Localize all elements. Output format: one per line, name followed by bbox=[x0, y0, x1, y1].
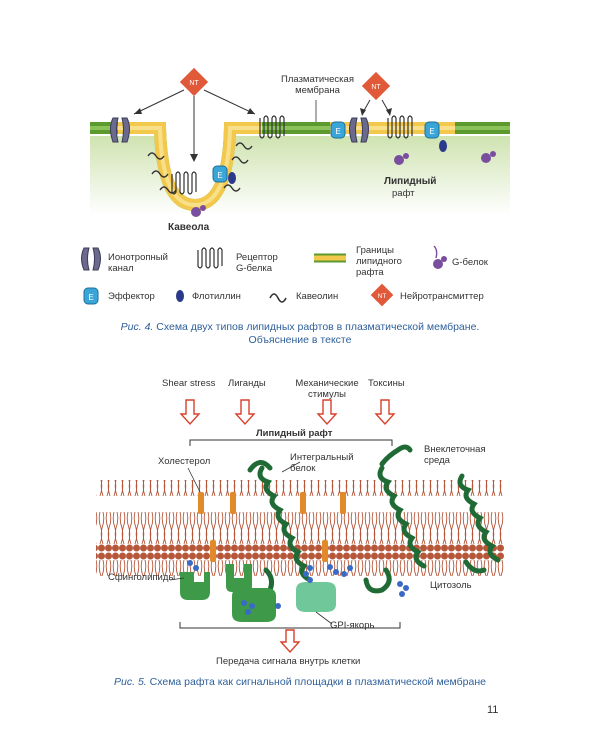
stimulus-mechanical: Механические стимулы bbox=[295, 378, 359, 400]
legend-flotillin-icon bbox=[176, 290, 184, 302]
legend-gpcr-icon bbox=[197, 247, 223, 269]
legend-ion-channel: Ионотропный канал bbox=[108, 252, 168, 274]
cholesterol-label: Холестерол bbox=[158, 456, 211, 467]
effector-letter: E bbox=[88, 293, 93, 302]
legend-g-protein: G-белок bbox=[452, 257, 488, 268]
caveola-label: Кавеола bbox=[168, 222, 210, 233]
raft-bracket bbox=[189, 439, 393, 446]
ion-channel-left bbox=[110, 117, 130, 143]
nt-label: NT bbox=[378, 293, 387, 300]
figure-5-caption: Рис. 5. Схема рафта как сигнальной площа… bbox=[40, 676, 560, 689]
stimulus-shear-stress: Shear stress bbox=[162, 378, 216, 389]
legend-gpcr: Рецептор G-белка bbox=[236, 252, 278, 274]
figure-4-diagram: E E E NT bbox=[90, 67, 510, 217]
extracellular-label: Внеклеточная среда bbox=[424, 444, 486, 466]
signal-arrow bbox=[279, 629, 301, 654]
membrane-label: Плазматическая мембрана bbox=[281, 74, 354, 96]
nt-label: NT bbox=[371, 84, 381, 91]
neurotransmitter-left: NT bbox=[179, 67, 209, 97]
legend-neurotransmitter-icon: NT bbox=[370, 283, 394, 307]
effector-caveola: E bbox=[212, 165, 228, 183]
effector-letter: E bbox=[429, 127, 434, 136]
caveolin-icon bbox=[147, 142, 253, 194]
raft-bracket-bottom bbox=[179, 622, 401, 629]
glycan-dots bbox=[187, 560, 409, 615]
caption-line2: Объяснение в тексте bbox=[248, 334, 352, 346]
legend-effector-icon: E bbox=[83, 287, 99, 305]
effector-letter: E bbox=[217, 171, 222, 180]
legend-flotillin: Флотиллин bbox=[192, 291, 241, 302]
ion-channel-right bbox=[349, 117, 369, 143]
gpi-anchor-label: GPI-якорь bbox=[330, 620, 375, 631]
figure-4-caption: Рис. 4. Схема двух типов липидных рафтов… bbox=[60, 321, 540, 347]
cholesterol-icon bbox=[198, 492, 346, 562]
effector-letter: E bbox=[335, 127, 340, 136]
legend-caveolin: Кавеолин bbox=[296, 291, 339, 302]
raft-label-sub: рафт bbox=[392, 188, 415, 199]
legend-g-protein-icon bbox=[433, 245, 447, 269]
caption-number: Рис. 5. bbox=[114, 676, 147, 688]
raft-label: Липидный рафт bbox=[256, 428, 333, 439]
sphingolipids-label: Сфинголипиды bbox=[108, 572, 176, 583]
legend-caveolin-icon bbox=[269, 293, 287, 303]
legend-neurotransmitter: Нейротрансмиттер bbox=[400, 291, 484, 302]
caption-text: Схема рафта как сигнальной площадки в пл… bbox=[146, 676, 486, 688]
stimulus-ligands: Лиганды bbox=[228, 378, 266, 389]
raft-label-title: Липидный bbox=[384, 176, 437, 187]
flotillin-icon bbox=[439, 140, 447, 152]
integral-protein-outside bbox=[457, 473, 501, 574]
gpcr-membrane-left bbox=[259, 115, 285, 139]
flotillin-icon bbox=[228, 172, 236, 184]
figure-5-diagram bbox=[96, 399, 504, 654]
page-number: 11 bbox=[487, 704, 499, 716]
legend-icons: E NT bbox=[81, 245, 447, 307]
caption-text: Схема двух типов липидных рафтов в плазм… bbox=[153, 321, 480, 333]
nt-label: NT bbox=[189, 80, 199, 87]
stimulus-arrows bbox=[179, 399, 396, 426]
signal-protein bbox=[180, 564, 276, 622]
gpi-anchor-protein bbox=[296, 582, 336, 612]
signal-label: Передача сигнала внутрь клетки bbox=[216, 656, 361, 667]
effector-raft: E bbox=[330, 121, 346, 139]
effector-right: E bbox=[424, 121, 440, 139]
figure-5: Shear stress Лиганды Механические стимул… bbox=[0, 360, 600, 700]
g-protein-icon bbox=[191, 151, 496, 217]
stimulus-toxins: Токсины bbox=[368, 378, 405, 389]
cytosol-label: Цитозоль bbox=[430, 580, 472, 591]
gpcr-raft-right bbox=[387, 115, 413, 139]
gpcr-caveola bbox=[171, 171, 197, 195]
legend-raft-border: Границы липидного рафта bbox=[356, 245, 402, 278]
figure-4: E E E NT bbox=[0, 0, 600, 360]
integral-protein-label: Интегральный белок bbox=[290, 452, 354, 474]
caption-number: Рис. 4. bbox=[120, 321, 154, 333]
legend-ion-channel-icon bbox=[81, 247, 101, 271]
neurotransmitter-right: NT bbox=[361, 71, 391, 101]
integral-protein bbox=[363, 444, 427, 594]
legend-effector: Эффектор bbox=[108, 291, 155, 302]
